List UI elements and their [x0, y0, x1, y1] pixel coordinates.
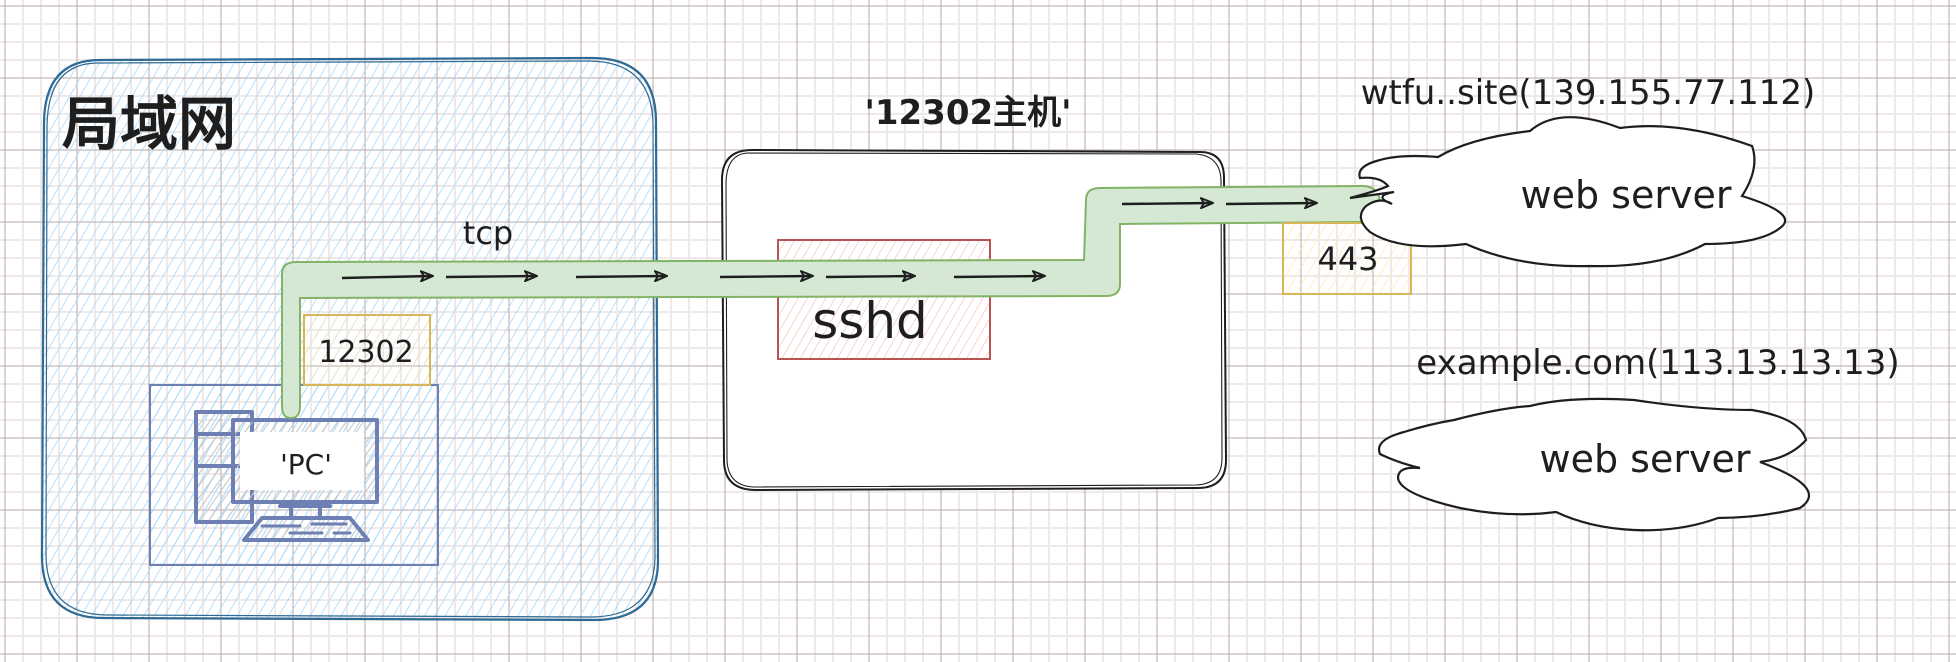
flow-arrow — [953, 270, 1046, 283]
host-box-sketch — [725, 152, 1223, 488]
host-title: '12302主机' — [864, 93, 1071, 133]
cloud-shape-1 — [1349, 116, 1787, 268]
server-1-title: wtfu..site(139.155.77.112) — [1361, 73, 1816, 113]
tunnel-arrows — [341, 197, 1318, 283]
flow-arrow — [1121, 197, 1214, 210]
sshd-label: sshd — [812, 292, 928, 350]
local-port-label: 12302 — [318, 335, 413, 370]
flow-arrow — [575, 270, 668, 283]
tunnel-label: tcp — [463, 214, 513, 252]
sshd-process[interactable]: sshd — [777, 239, 991, 360]
flow-arrow — [445, 270, 538, 283]
remote-port-label: 443 — [1317, 240, 1378, 278]
desktop-computer-icon — [194, 410, 379, 542]
web-server-cloud-2[interactable]: example.com(113.13.13.13) web server — [1377, 343, 1900, 532]
flow-arrow — [1225, 197, 1318, 210]
local-port-badge[interactable]: 12302 — [303, 314, 431, 386]
flow-arrow — [825, 270, 916, 283]
server-2-label: web server — [1540, 437, 1751, 481]
lan-group-label: 局域网 — [62, 90, 236, 158]
pc-label: 'PC' — [280, 448, 332, 481]
monitor-screen — [240, 432, 364, 490]
lan-group-border — [40, 56, 660, 622]
keyboard — [242, 516, 370, 542]
lan-group-border-sketch — [45, 60, 656, 618]
web-server-cloud-1[interactable]: wtfu..site(139.155.77.112) web server — [1349, 73, 1816, 268]
local-port-box — [303, 314, 431, 386]
server-2-title: example.com(113.13.13.13) — [1416, 343, 1899, 383]
flow-arrow — [719, 270, 814, 283]
server-1-label: web server — [1521, 173, 1732, 217]
cloud-shape-2 — [1377, 397, 1811, 532]
flow-arrow — [341, 270, 434, 283]
